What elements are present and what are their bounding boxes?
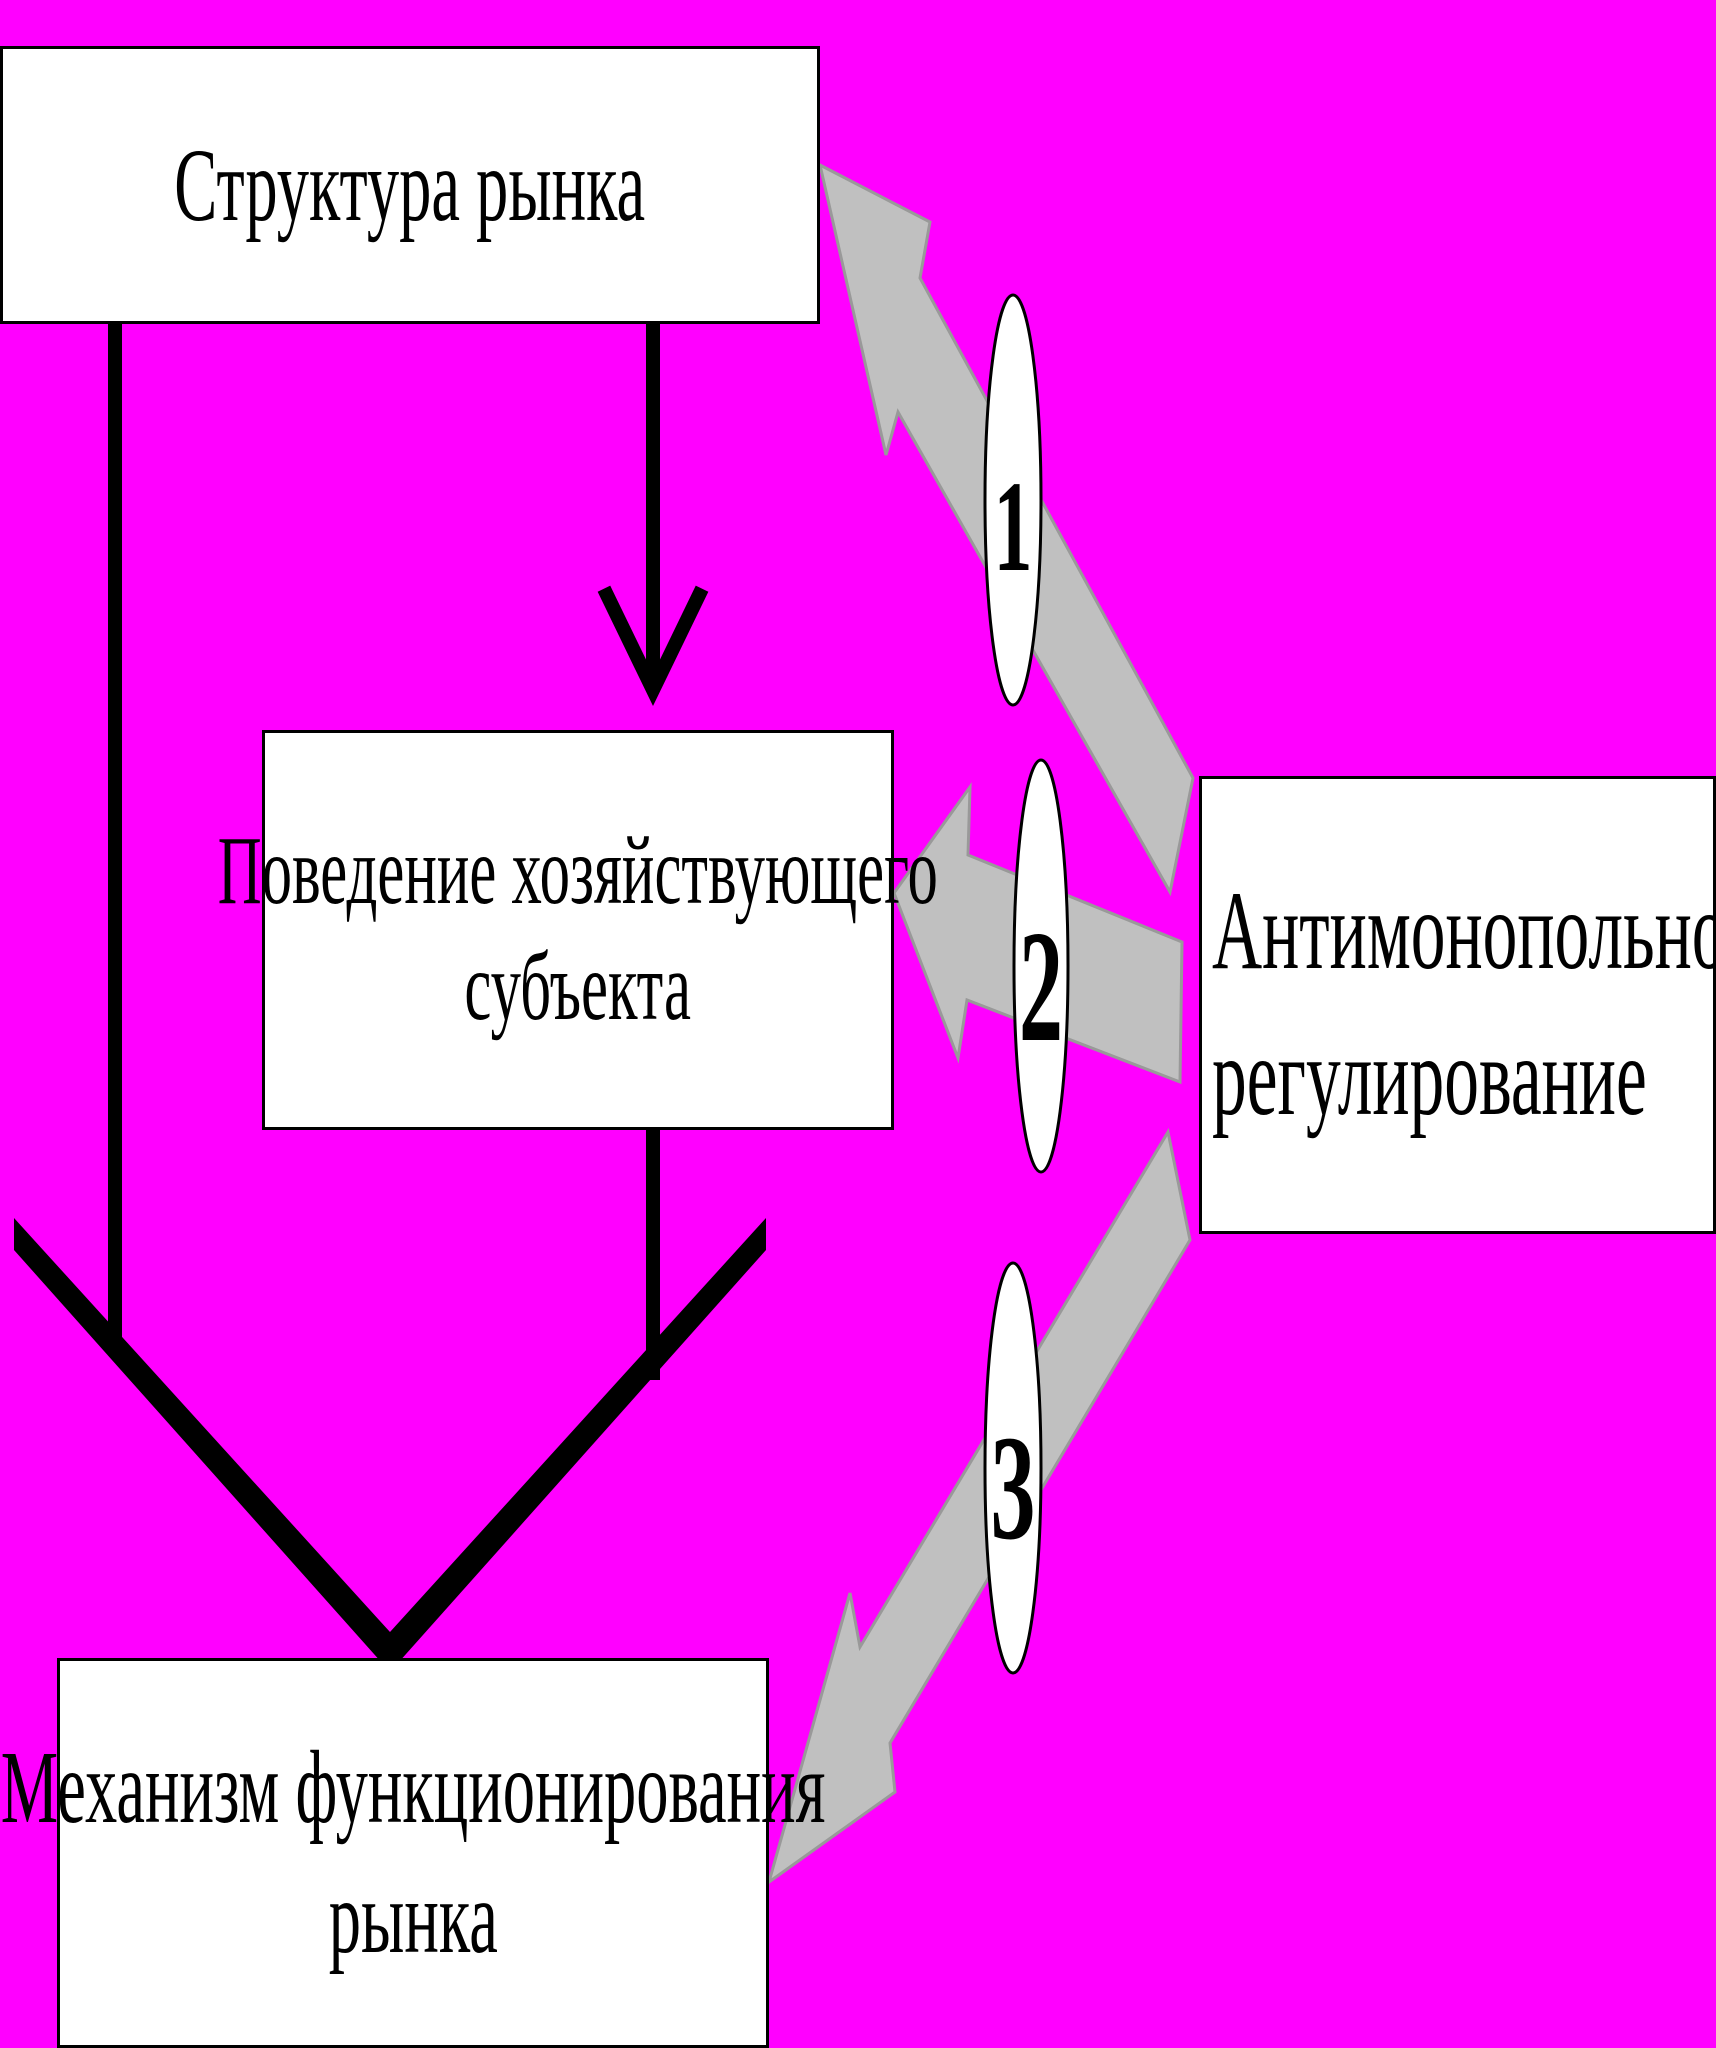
regulation-label-line2: регулирование: [1212, 1015, 1647, 1139]
box-market-mechanism: Механизм функционирования рынка: [1, 1658, 825, 2048]
number-2-label: 2: [1019, 897, 1063, 1074]
arrowhead-behavior: [597, 585, 709, 707]
behavior-label-line2: субъекта: [464, 933, 692, 1041]
number-3-label: 3: [991, 1405, 1036, 1571]
box-antimonopoly-regulation: Антимонопольное регулирование: [1199, 776, 1716, 1234]
box-market-structure: Структура рынка: [0, 46, 820, 324]
number-1-label: 1: [994, 455, 1033, 599]
number-badge-2: 2: [1012, 758, 1070, 1174]
number-badge-3: 3: [983, 1261, 1043, 1675]
arrow-to-mechanism: [766, 1127, 1192, 1886]
regulation-label-line1: Антимонопольное: [1212, 869, 1716, 994]
behavior-label-line1: Поведение хозяйствующего: [217, 817, 939, 926]
number-badge-1: 1: [983, 293, 1043, 707]
mechanism-label-line1: Механизм функционирования: [0, 1730, 826, 1845]
box-entity-behavior: Поведение хозяйствующего субъекта: [218, 730, 938, 1130]
structure-label: Структура рынка: [174, 127, 646, 243]
mechanism-label-line2: рынка: [328, 1860, 498, 1975]
